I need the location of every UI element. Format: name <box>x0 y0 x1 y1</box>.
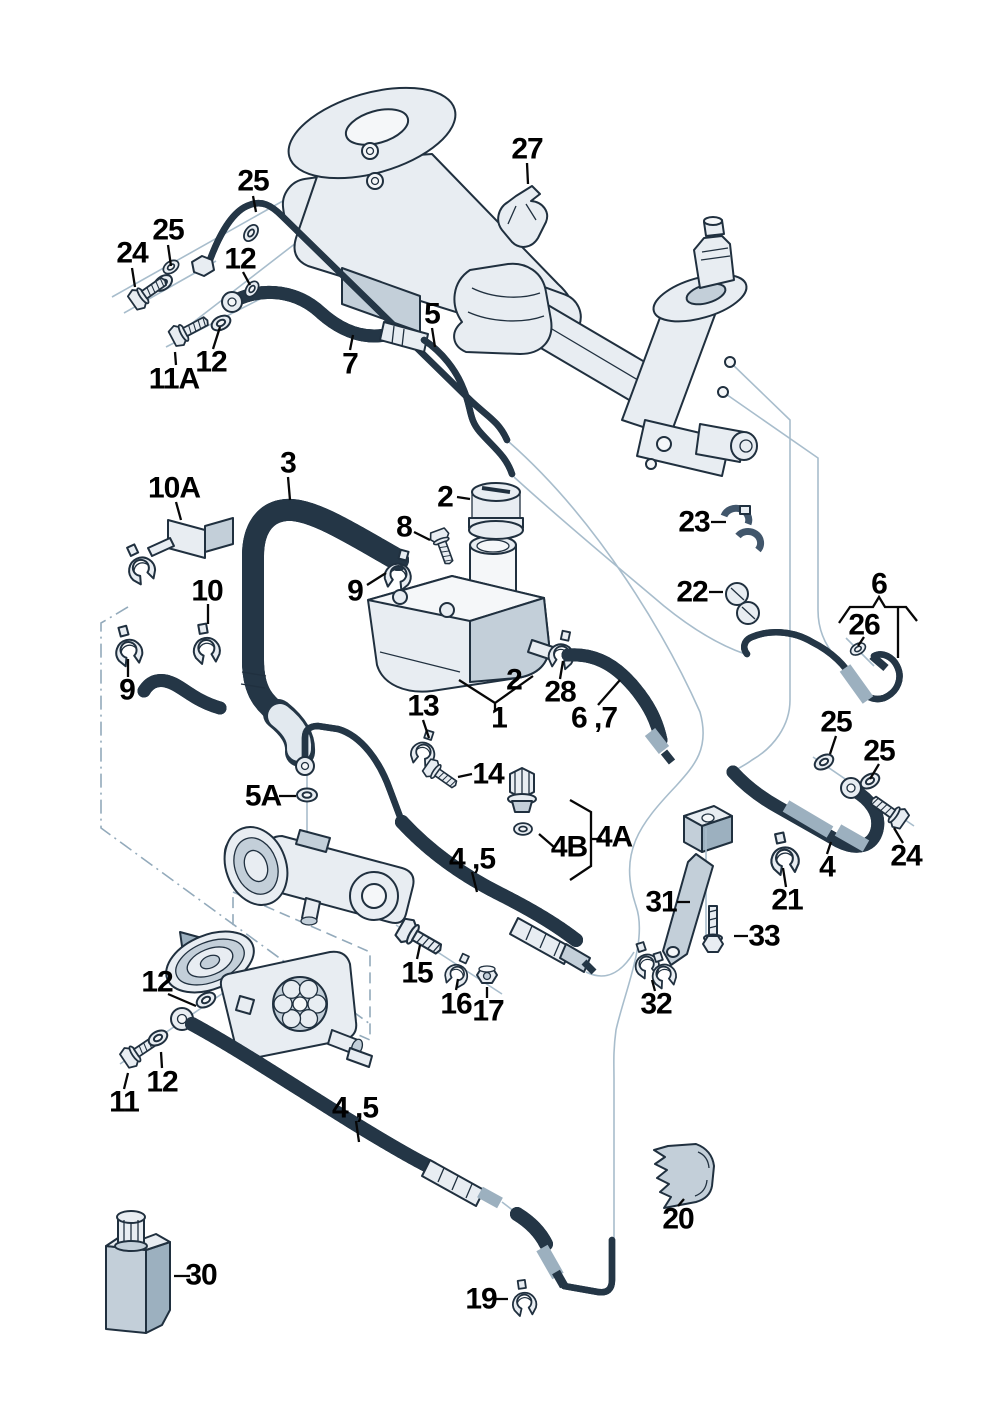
nut-17 <box>476 965 498 984</box>
callout-22-17: 22 <box>676 576 708 609</box>
callout-28-28: 28 <box>544 676 576 709</box>
bolt-11A <box>166 309 214 350</box>
callout-10A-10: 10A <box>148 472 200 505</box>
callout-4-5-44: 4 ,5 <box>332 1092 378 1125</box>
spring-clip-23 <box>720 504 765 553</box>
callout-4B-35: 4B <box>551 831 588 864</box>
callout-27-8: 27 <box>511 133 543 166</box>
suction-hose-3 <box>137 510 409 767</box>
callout-25-20: 25 <box>820 706 852 739</box>
pressure-valve-4A <box>507 767 537 813</box>
callout-31-25: 31 <box>645 886 677 919</box>
pressure-pipe-5 <box>420 336 516 478</box>
return-pipe-25 <box>191 203 511 444</box>
bolt-8 <box>427 526 460 568</box>
callout-24-2: 24 <box>116 237 149 270</box>
retaining-clip-27 <box>497 185 549 248</box>
power-steering-pump <box>223 826 415 926</box>
seal-12-top-b <box>208 311 234 335</box>
callout-26-19: 26 <box>848 609 880 642</box>
callout-23-16: 23 <box>678 506 710 539</box>
callout-3-9: 3 <box>280 447 296 480</box>
callout-14-33: 14 <box>472 758 505 791</box>
callout-13-32: 13 <box>407 690 439 723</box>
seal-12-line <box>240 221 262 245</box>
callout-19-46: 19 <box>465 1283 497 1316</box>
callout-30-45: 30 <box>185 1259 217 1292</box>
callout-15-38: 15 <box>401 957 433 990</box>
clamp-16 <box>441 949 477 991</box>
callout-6-18: 6 <box>871 568 887 601</box>
callout-6-7-29: 6 ,7 <box>571 702 617 735</box>
callout-9-13: 9 <box>119 674 135 707</box>
hose-6-7 <box>561 655 676 765</box>
callout-8-15: 8 <box>396 511 412 544</box>
callout-4-5-37: 4 ,5 <box>449 843 495 876</box>
callout-33-26: 33 <box>748 920 780 953</box>
callout-21-24: 21 <box>771 884 803 917</box>
bracket-31 <box>662 805 733 966</box>
callout-32-27: 32 <box>640 988 672 1021</box>
hose-4-5-rear <box>185 1017 616 1292</box>
hydraulic-oil-bottle <box>105 1210 171 1334</box>
callout-25-1: 25 <box>152 214 184 247</box>
callout-12-41: 12 <box>141 966 173 999</box>
clamp-10 <box>188 621 223 666</box>
callout-17-40: 17 <box>472 995 504 1028</box>
steering-rack <box>453 216 758 477</box>
callout-4-23: 4 <box>819 851 836 884</box>
callout-11A-5: 11A <box>149 363 200 396</box>
spring-clip-22 <box>725 582 760 625</box>
hose-7 <box>221 292 429 353</box>
reservoir-cap-2 <box>468 482 524 540</box>
seal-5A <box>296 787 318 803</box>
callout-12-42: 12 <box>146 1066 178 1099</box>
hose-6 <box>744 632 899 704</box>
fluid-reservoir <box>367 535 557 693</box>
callout-25-0: 25 <box>237 165 269 198</box>
pump-outlet-pipe <box>295 722 406 826</box>
clamp-19 <box>508 1277 539 1318</box>
vane-pump <box>165 930 373 1068</box>
callout-9-12: 9 <box>347 575 363 608</box>
callout-5-7: 5 <box>424 298 440 331</box>
callout-24-22: 24 <box>890 840 923 873</box>
callout-10-11: 10 <box>191 575 223 608</box>
callout-20-47: 20 <box>662 1203 694 1236</box>
callout-25-21: 25 <box>863 735 895 768</box>
clamp-bracket-10A <box>117 517 234 588</box>
callout-5A-34: 5A <box>245 780 282 813</box>
pipe-4 <box>726 765 878 846</box>
callout-12-3: 12 <box>224 243 256 276</box>
callout-1-31: 1 <box>491 702 507 735</box>
bolt-33 <box>702 905 724 953</box>
callout-2-30: 2 <box>506 664 522 697</box>
callout-11-43: 11 <box>109 1086 139 1119</box>
callout-7-6: 7 <box>342 348 358 381</box>
hose-4-5-front <box>395 815 597 975</box>
callout-16-39: 16 <box>440 988 472 1021</box>
banjo-bolt-15 <box>392 914 448 963</box>
callout-4A-36: 4A <box>596 821 633 854</box>
serrated-clamp-20 <box>653 1143 715 1209</box>
callout-2-14: 2 <box>437 481 453 514</box>
callout-12-4: 12 <box>195 346 227 379</box>
callout-leaders <box>122 162 918 1301</box>
seal-4B <box>513 822 533 836</box>
